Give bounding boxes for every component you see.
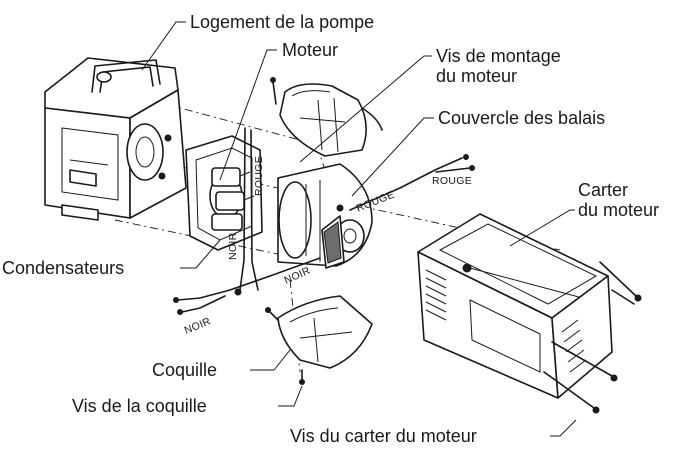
wire-label-black-left: NOIR [183, 315, 213, 336]
motor-body [277, 163, 373, 269]
label-motor: Moteur [282, 40, 338, 60]
label-motor-mount-screws-2: du moteur [436, 66, 517, 86]
casing-vents-side [561, 319, 587, 373]
label-shell-screw: Vis de la coquille [72, 396, 207, 416]
motor-casing [417, 213, 613, 399]
lower-shell [265, 295, 373, 385]
callout-labels: Logement de la pompe Moteur Vis de monta… [2, 12, 659, 446]
label-shell: Coquille [152, 360, 217, 380]
upper-shell [270, 77, 383, 157]
label-pump-housing: Logement de la pompe [190, 12, 374, 32]
wire-label-black-mid: NOIR [282, 265, 312, 287]
wire-label-black-vertical: NOIR [227, 232, 239, 260]
label-motor-mount-screws-1: Vis de montage [436, 46, 561, 66]
label-motor-casing-2: du moteur [578, 200, 659, 220]
label-motor-casing-1: Carter [578, 180, 628, 200]
motor-casing-screws [543, 261, 642, 414]
wire-label-red-right: ROUGE [432, 175, 472, 187]
wire-label-red-vertical: ROUGE [253, 156, 265, 196]
casing-vents-front [425, 269, 447, 321]
capacitors [211, 167, 255, 231]
label-brush-cover: Couvercle des balais [438, 108, 605, 128]
label-capacitors: Condensateurs [2, 258, 124, 278]
label-motor-casing-screws: Vis du carter du moteur [290, 426, 477, 446]
pump-housing [44, 57, 187, 221]
wires [173, 127, 475, 315]
leader-lines [141, 21, 577, 437]
